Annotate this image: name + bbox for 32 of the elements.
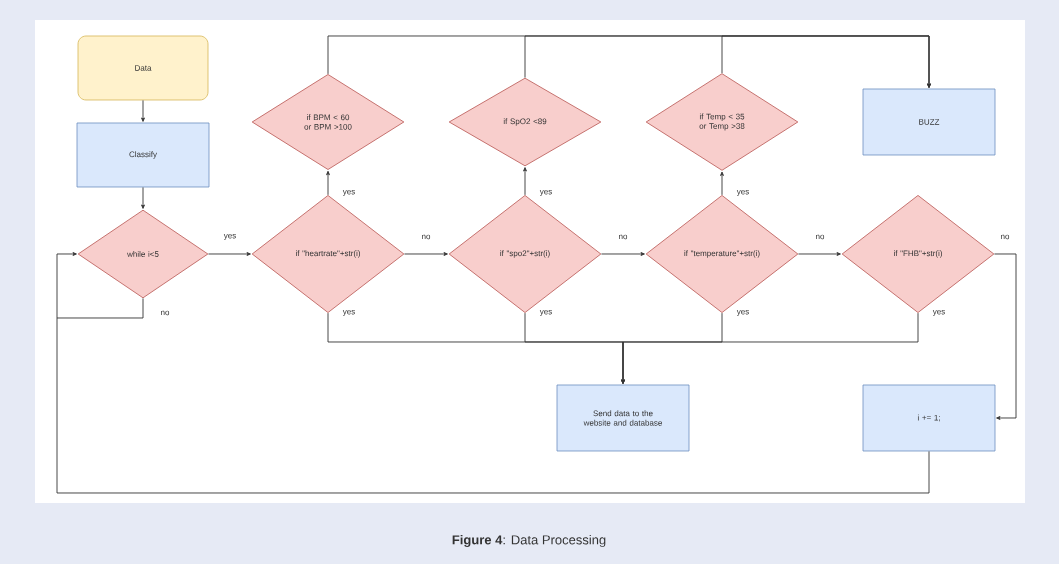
arrow [141, 99, 145, 122]
process-box: BUZZ [862, 88, 996, 156]
arrow [141, 186, 145, 209]
arrow [56, 252, 930, 494]
arrow [207, 252, 251, 256]
arrow [621, 312, 919, 384]
edge-label: no [1001, 234, 1010, 240]
edge-label: yes [736, 310, 749, 316]
process-box: Send data to the website and database [556, 384, 690, 452]
arrow [600, 252, 645, 256]
arrow [720, 171, 724, 196]
arrow [797, 252, 841, 256]
arrow [403, 252, 448, 256]
edge-label: no [816, 234, 825, 240]
arrow [993, 253, 1017, 420]
edge-label: yes [736, 190, 749, 196]
process-box: i += 1; [862, 384, 996, 452]
edge-label: yes [342, 190, 355, 196]
edge-label: yes [539, 310, 552, 316]
edge-label: no [161, 310, 170, 316]
edge-label: yes [223, 234, 236, 240]
arrow [326, 170, 330, 196]
edge-label: yes [539, 190, 552, 196]
arrow [721, 35, 931, 88]
edge-label: no [422, 234, 431, 240]
edge-label: no [619, 234, 628, 240]
process-box: Classify [76, 122, 210, 188]
start-box: Data [77, 35, 209, 101]
arrow [523, 167, 527, 196]
figure-caption: Figure 4: Data Processing [452, 534, 606, 548]
edge-label: yes [932, 310, 945, 316]
edge-label: yes [342, 310, 355, 316]
